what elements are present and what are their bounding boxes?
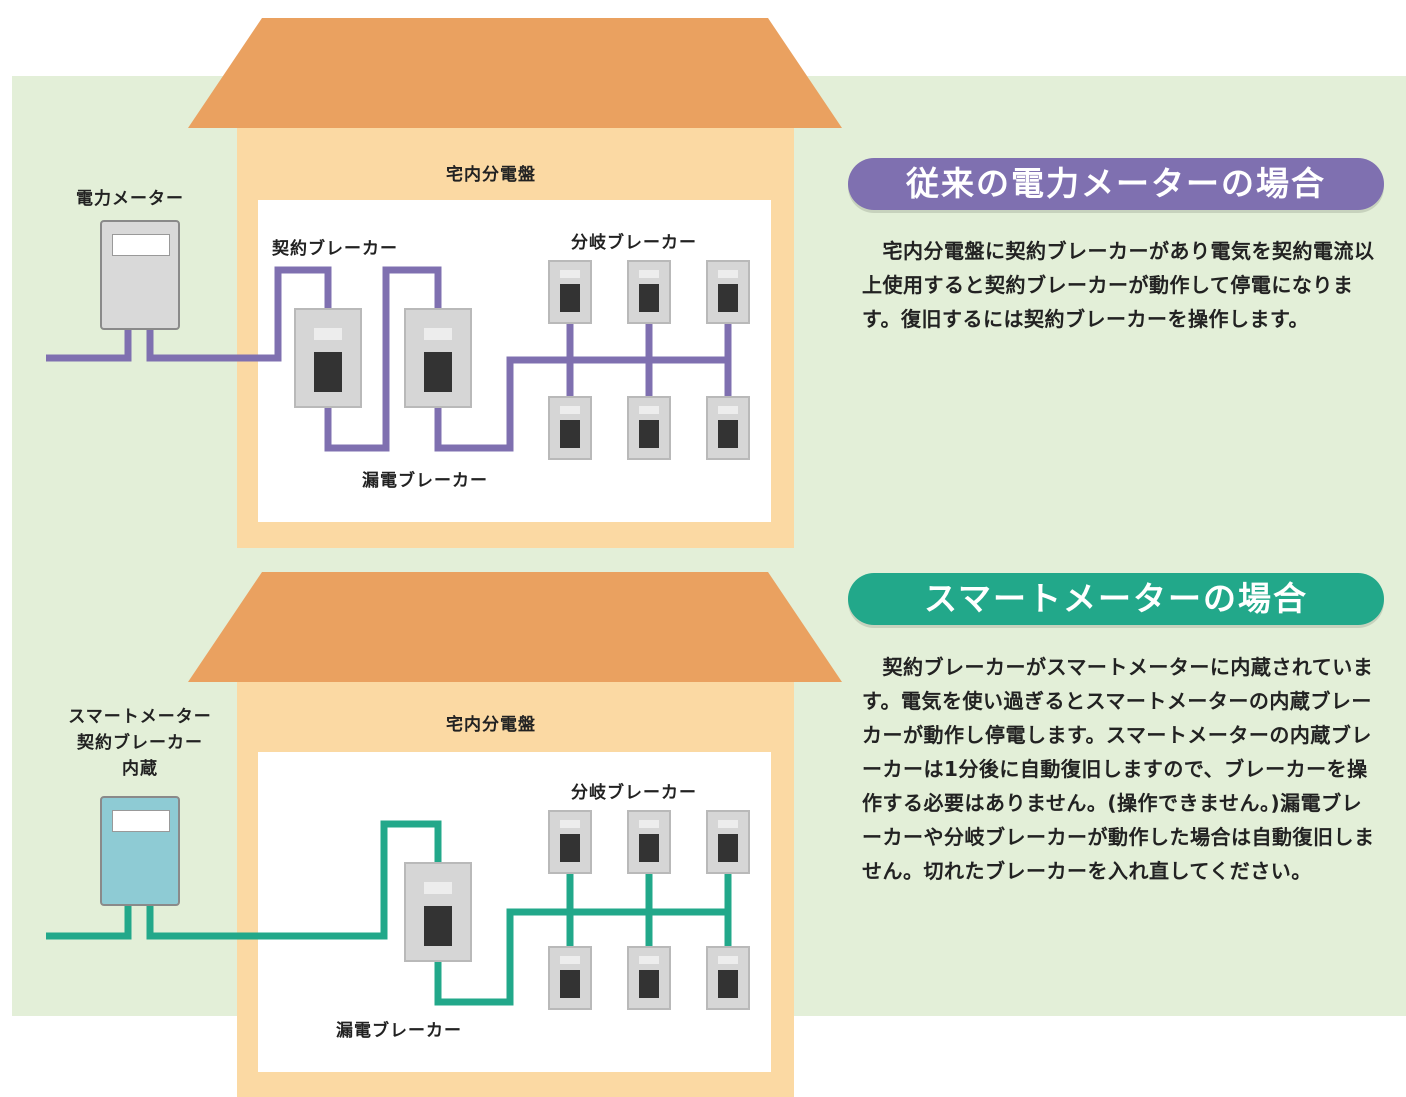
branch-breaker-label: 分岐ブレーカー [571, 233, 697, 253]
conventional-heading: 従来の電力メーターの場合 [848, 158, 1384, 210]
branch-breaker [706, 396, 750, 460]
smart-description: 契約ブレーカーがスマートメーターに内蔵されています。電気を使い過ぎるとスマートメ… [862, 655, 1375, 883]
branch-breaker [706, 810, 750, 874]
meter-display [112, 234, 170, 256]
branch-breaker [706, 260, 750, 324]
branch-breaker [548, 396, 592, 460]
leak-breaker [404, 308, 472, 408]
conventional-meter [100, 220, 180, 330]
leak-breaker [404, 862, 472, 962]
branch-breaker [627, 810, 671, 874]
smart-meter [100, 796, 180, 906]
meter-label: 電力メーター [76, 189, 184, 209]
contract-breaker-label: 契約ブレーカー [272, 239, 398, 259]
leak-breaker-label: 漏電ブレーカー [336, 1021, 462, 1041]
branch-breaker-label: 分岐ブレーカー [571, 783, 697, 803]
branch-breaker [706, 946, 750, 1010]
leak-breaker-label: 漏電ブレーカー [362, 471, 488, 491]
meter-label-line: スマートメーター [68, 707, 212, 727]
branch-breaker [627, 946, 671, 1010]
branch-breaker [548, 946, 592, 1010]
branch-breaker [548, 260, 592, 324]
branch-breaker [627, 260, 671, 324]
panel-title: 宅内分電盤 [446, 715, 536, 735]
house-roof [188, 18, 842, 128]
house-roof [188, 572, 842, 682]
meter-display [112, 810, 170, 832]
conventional-description: 宅内分電盤に契約ブレーカーがあり電気を契約電流以上使用すると契約ブレーカーが動作… [862, 239, 1375, 331]
meter-label-line: 契約ブレーカー [77, 733, 203, 753]
branch-breaker [627, 396, 671, 460]
panel-title: 宅内分電盤 [446, 165, 536, 185]
smart-heading: スマートメーターの場合 [848, 573, 1384, 625]
contract-breaker [294, 308, 362, 408]
smart-meter-label: スマートメーター 契約ブレーカー 内蔵 [40, 704, 240, 782]
meter-label-line: 内蔵 [122, 759, 158, 779]
branch-breaker [548, 810, 592, 874]
